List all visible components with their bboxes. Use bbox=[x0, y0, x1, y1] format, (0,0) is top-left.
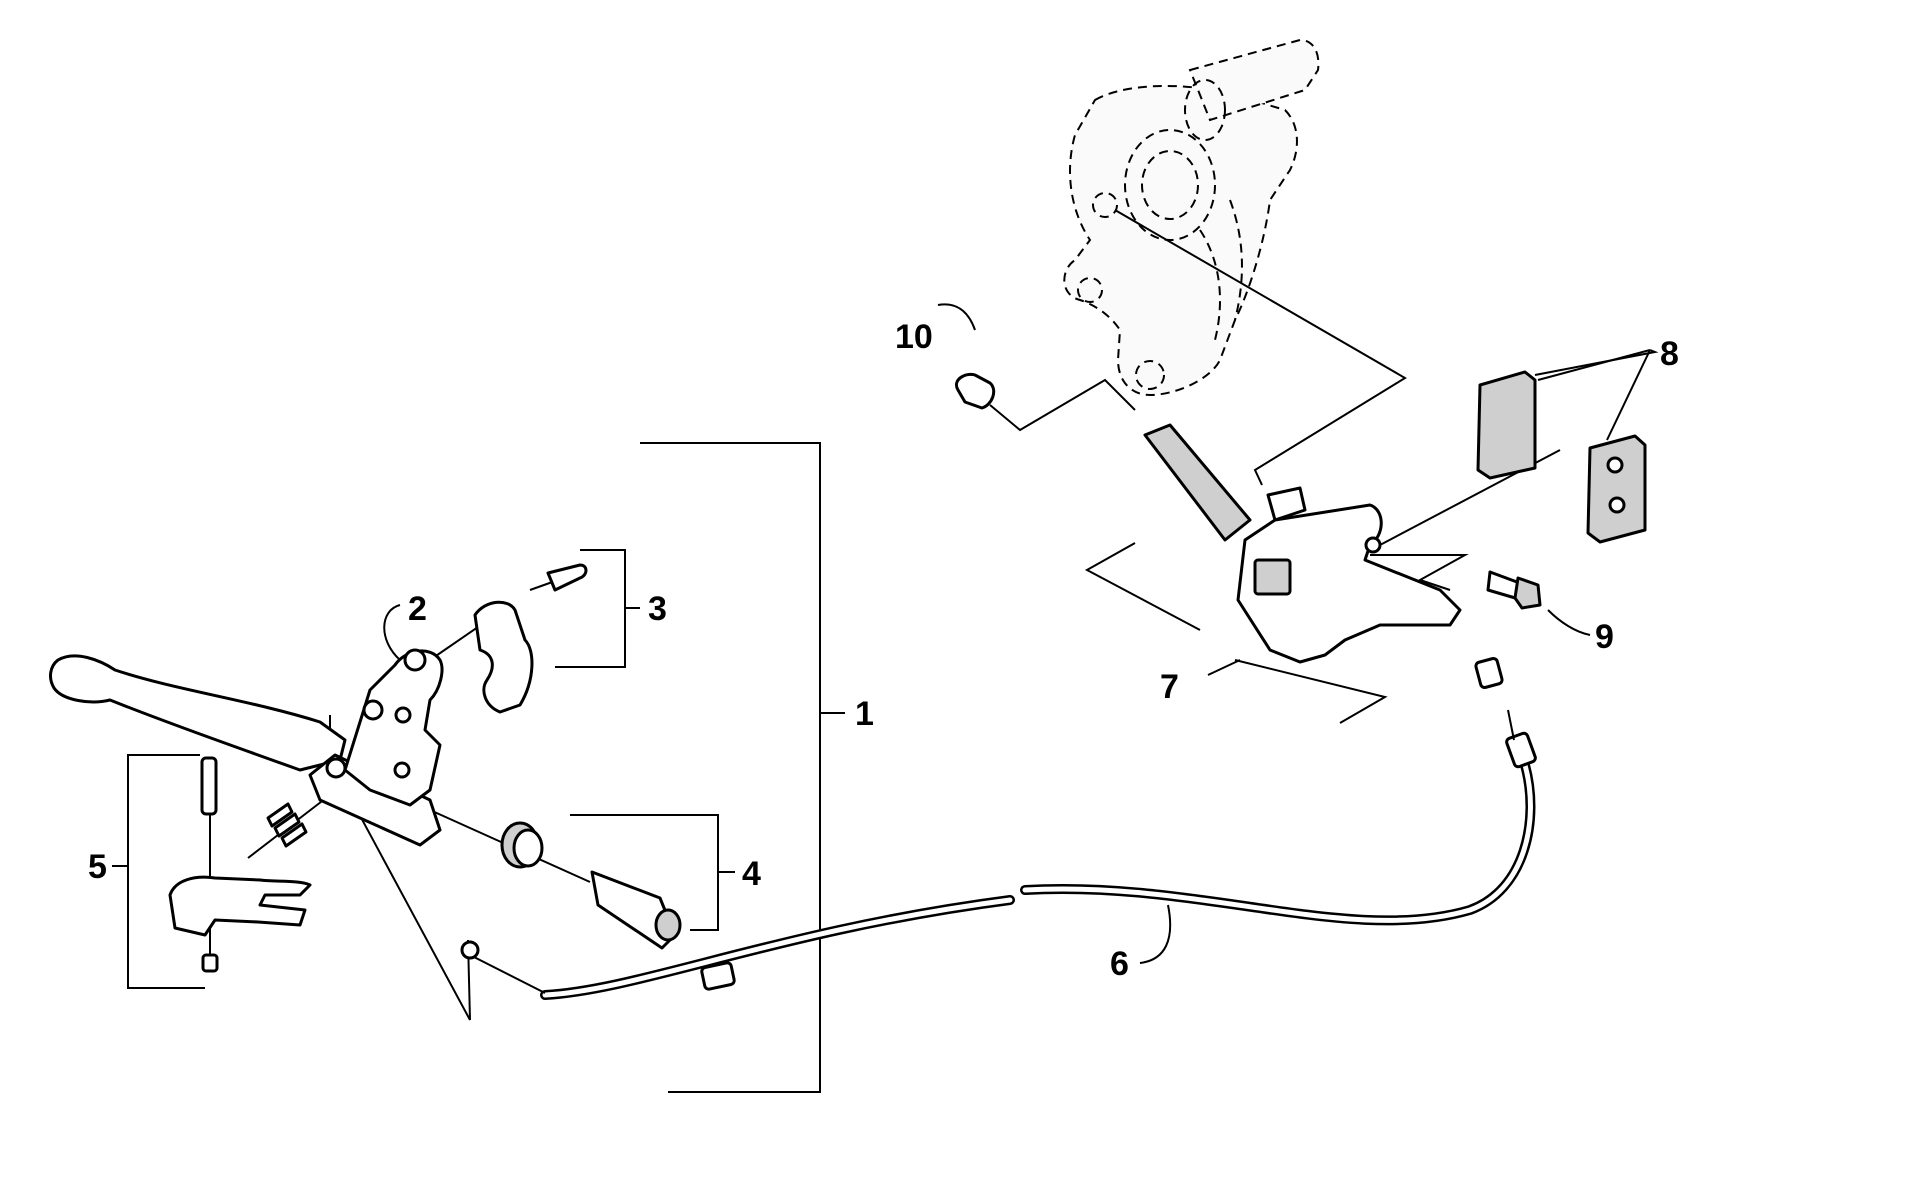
callout-2: 2 bbox=[408, 590, 427, 628]
return-spring-part bbox=[266, 802, 308, 848]
leader-lines bbox=[112, 209, 1659, 1093]
callout-8: 8 bbox=[1660, 335, 1679, 373]
brake-cable-part bbox=[460, 656, 1537, 1000]
callout-10: 10 bbox=[895, 318, 933, 356]
brake-lever-assembly bbox=[49, 648, 444, 847]
pivot-fork-part bbox=[168, 756, 312, 973]
handlebar-clamp-part bbox=[473, 563, 588, 714]
callout-labels: 1 2 3 4 5 6 7 8 9 10 bbox=[88, 318, 1679, 983]
adjuster-knob-part bbox=[500, 821, 682, 950]
callout-3: 3 bbox=[648, 590, 667, 628]
callout-7: 7 bbox=[1160, 668, 1179, 706]
callout-4: 4 bbox=[742, 855, 761, 893]
callout-9: 9 bbox=[1595, 618, 1614, 656]
retaining-clip-part bbox=[955, 372, 996, 410]
spindle-knuckle-ghost bbox=[1063, 38, 1320, 397]
brake-pad-part bbox=[1476, 370, 1647, 544]
callout-1: 1 bbox=[855, 695, 874, 733]
caliper-part bbox=[1143, 423, 1462, 664]
caliper-bolt-part bbox=[1486, 570, 1542, 610]
callout-5: 5 bbox=[88, 848, 107, 886]
callout-6: 6 bbox=[1110, 945, 1129, 983]
